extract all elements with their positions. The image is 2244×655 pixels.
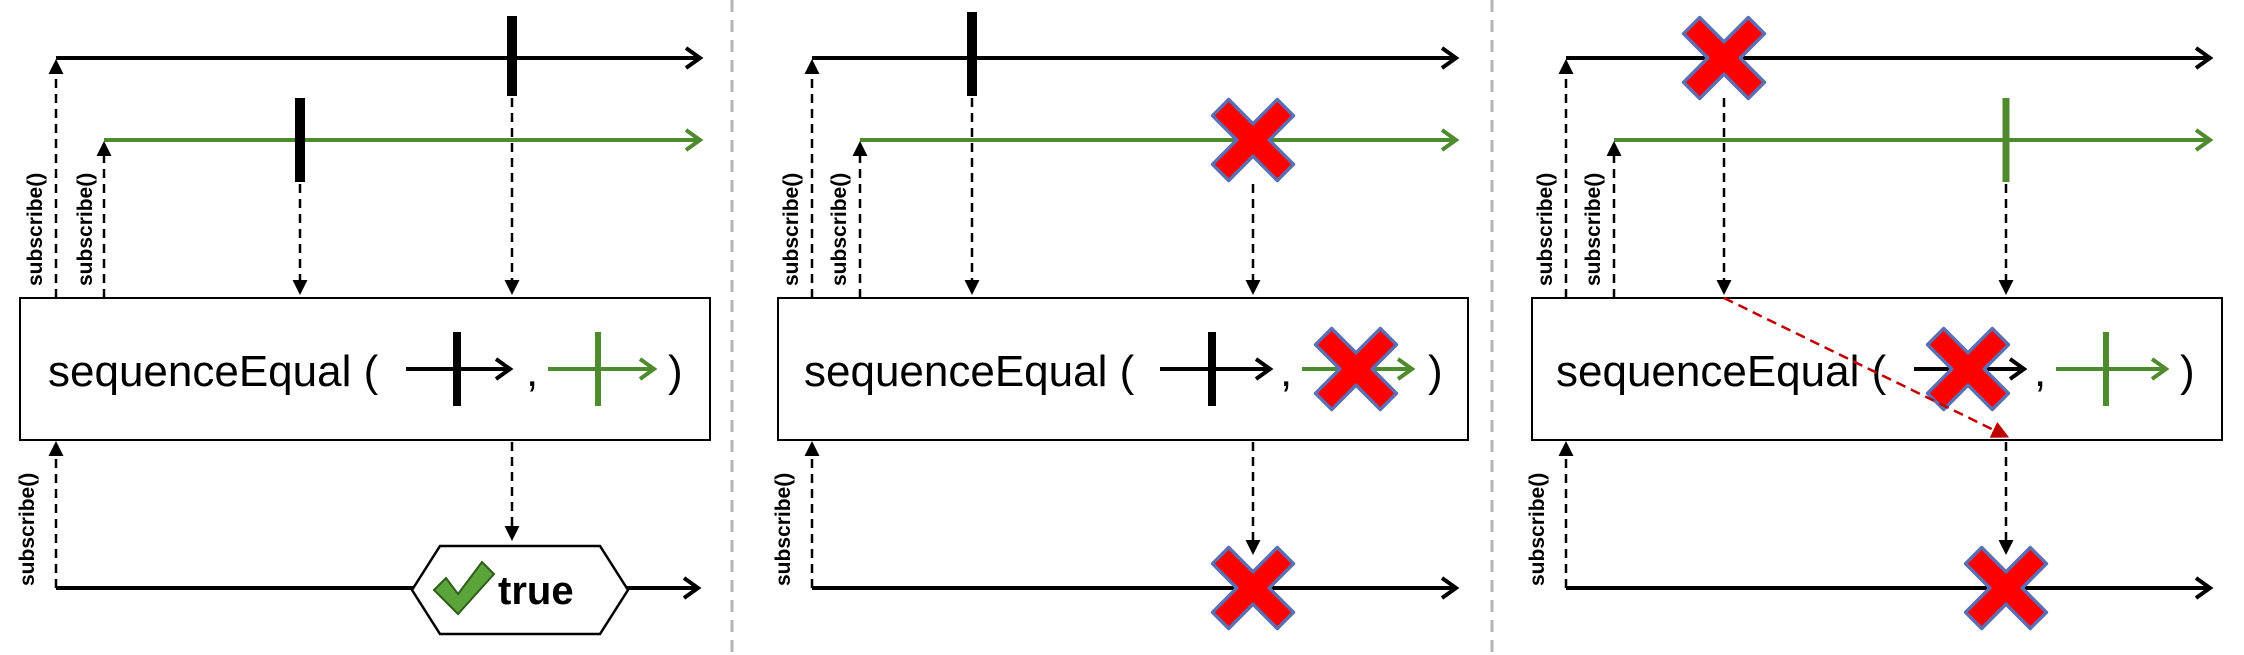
operator-comma: ,: [526, 347, 538, 396]
subscribe-label: subscribe(): [1582, 173, 1605, 286]
subscribe-label: subscribe(): [780, 173, 803, 286]
operator-close: ): [2180, 347, 2195, 396]
operator-name: sequenceEqual (: [804, 347, 1135, 396]
error-propagation-arrow: [1723, 296, 2010, 438]
source-timeline-green: [860, 128, 1460, 152]
subscribe-label: subscribe(): [828, 173, 851, 286]
subscribe-label: subscribe(): [24, 173, 47, 286]
result-timeline: [1566, 576, 2214, 600]
panel-3: subscribe() subscribe() sequenceEqual ( …: [1526, 15, 2223, 631]
operator-comma: ,: [1280, 347, 1292, 396]
operator-name: sequenceEqual (: [48, 347, 379, 396]
subscribe-label: subscribe(): [1526, 473, 1549, 586]
result-hexagon: [410, 544, 630, 636]
subscribe-label: subscribe(): [16, 473, 39, 586]
result-timeline: [812, 576, 1460, 600]
source-timeline-green: [1614, 128, 2214, 152]
subscribe-label: subscribe(): [772, 473, 795, 586]
operator-close: ): [668, 347, 683, 396]
source-timeline-black: [812, 46, 1460, 70]
result-value: true: [498, 569, 574, 613]
source-timeline-black: [56, 46, 704, 70]
source-timeline-black: [1566, 46, 2214, 70]
subscribe-label: subscribe(): [74, 173, 97, 286]
subscribe-label: subscribe(): [1534, 173, 1557, 286]
operator-name: sequenceEqual (: [1556, 347, 1887, 396]
panel-1: subscribe() subscribe() sequenceEqual ( …: [16, 16, 711, 636]
operator-comma: ,: [2034, 347, 2046, 396]
checkmark-icon: [432, 560, 496, 616]
source-timeline-green: [104, 128, 704, 152]
panel-2: subscribe() subscribe() sequenceEqual ( …: [772, 12, 1469, 631]
mini-green-stream: [2056, 357, 2170, 381]
operator-close: ): [1428, 347, 1443, 396]
